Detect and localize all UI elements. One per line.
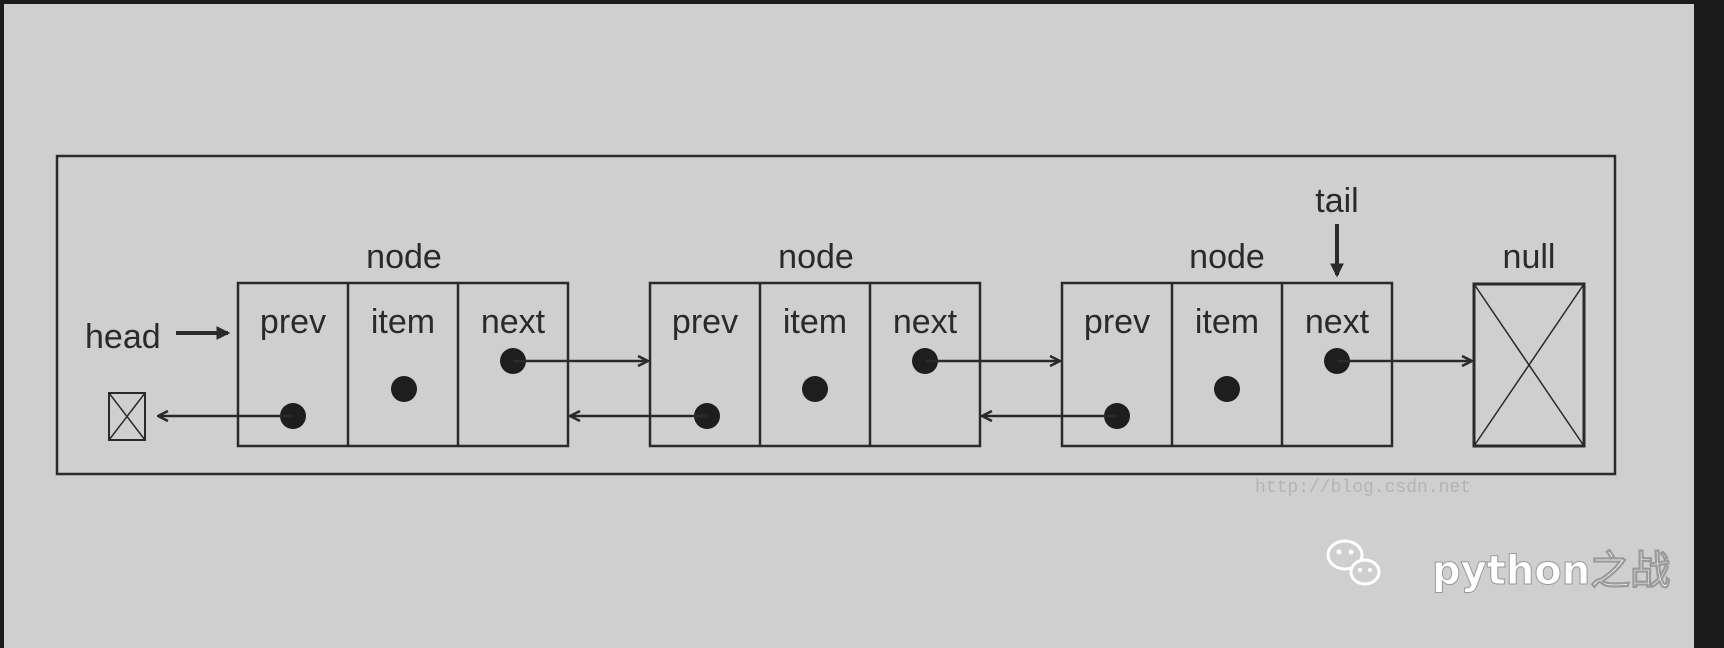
null-label: null xyxy=(1503,238,1556,276)
field-item: item xyxy=(1195,303,1259,341)
diagram-frame xyxy=(55,154,1617,476)
item-dot xyxy=(1214,376,1240,402)
field-prev: prev xyxy=(260,303,326,341)
field-next: next xyxy=(893,303,958,341)
node-1: node prev item next xyxy=(236,238,570,448)
item-dot xyxy=(391,376,417,402)
wechat-icon xyxy=(1326,539,1381,586)
field-prev: prev xyxy=(1084,303,1150,341)
brand-text: python之战 xyxy=(1432,548,1670,594)
url-watermark: http://blog.csdn.net xyxy=(1255,478,1471,498)
field-item: item xyxy=(371,303,435,341)
field-item: item xyxy=(783,303,847,341)
field-prev: prev xyxy=(672,303,738,341)
node-title: node xyxy=(778,238,854,276)
tail-label: tail xyxy=(1315,182,1358,220)
item-dot xyxy=(802,376,828,402)
node-title: node xyxy=(366,238,442,276)
image-panel xyxy=(4,4,1694,648)
node-2: node prev item next xyxy=(648,238,982,448)
field-next: next xyxy=(481,303,546,341)
null-box xyxy=(1472,282,1586,448)
brand-watermark: python之战 xyxy=(1326,539,1671,595)
node-title: node xyxy=(1189,238,1265,276)
field-next: next xyxy=(1305,303,1370,341)
head-label: head xyxy=(85,318,161,356)
head-null-terminator xyxy=(108,392,146,441)
